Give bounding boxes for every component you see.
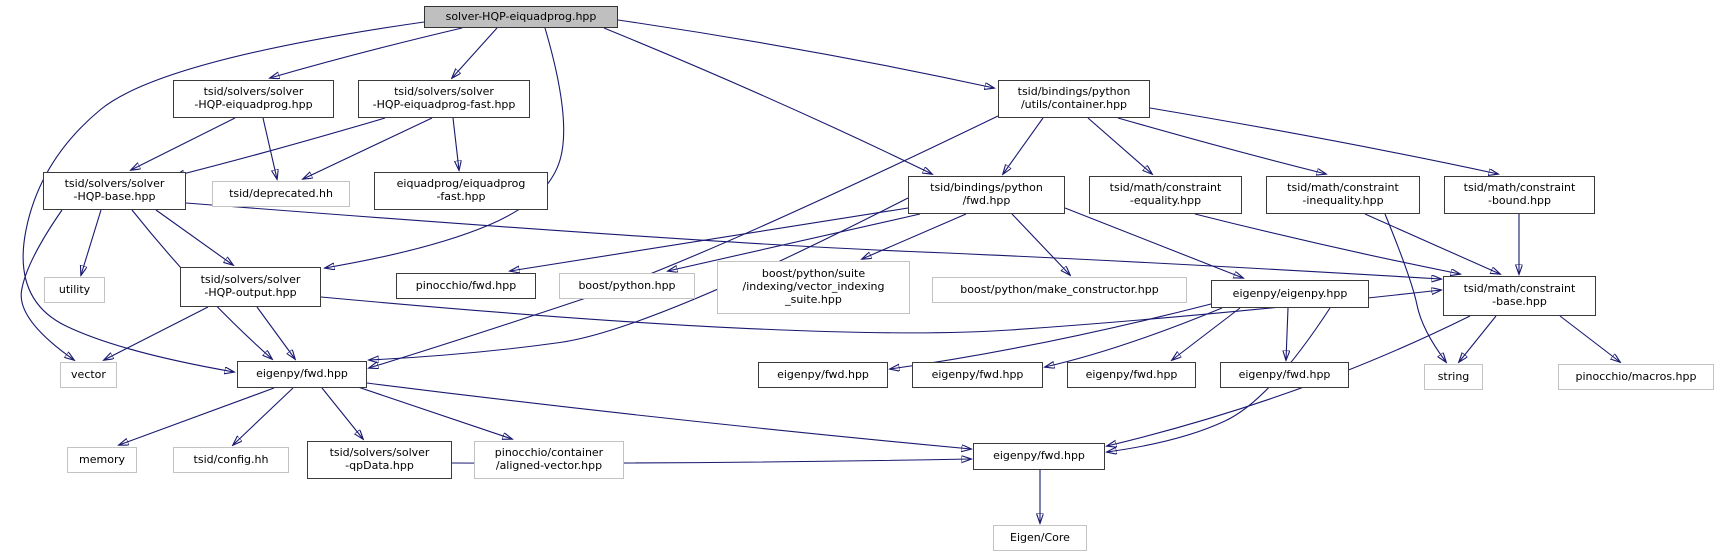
edge-eq-to-cbase xyxy=(1194,213,1460,274)
edge-ineq-to-string xyxy=(1384,213,1446,362)
edge-base-to-vector xyxy=(20,209,74,360)
node-qpdata[interactable]: tsid/solvers/solver -qpData.hpp xyxy=(307,441,452,479)
edge-base-to-output xyxy=(155,209,233,265)
edge-main-to-qpdata xyxy=(321,387,363,439)
edge-row2a-to-deprecated xyxy=(262,117,277,179)
edge-bfwd-to-eigenpy xyxy=(1064,207,1243,278)
edge-output-to-main xyxy=(256,306,295,359)
edge-ineq-to-cbase xyxy=(1364,213,1500,274)
edge-top-to-row2a xyxy=(270,27,463,78)
node-fwd3[interactable]: eigenpy/fwd.hpp xyxy=(912,362,1043,388)
edge-output-to-vector xyxy=(104,306,209,360)
node-fwd2[interactable]: eigenpy/fwd.hpp xyxy=(758,362,888,388)
edge-base-to-utility xyxy=(81,209,102,275)
node-fwd5[interactable]: eigenpy/fwd.hpp xyxy=(1220,362,1349,388)
edge-eigenpy-to-row6 xyxy=(1107,307,1331,452)
edge-row2b-to-eiqfast xyxy=(452,117,459,170)
node-eq[interactable]: tsid/math/constraint -equality.hpp xyxy=(1089,176,1242,214)
edge-base-to-cbase xyxy=(185,202,1441,279)
edge-bfwd-to-vis xyxy=(862,213,967,259)
node-main[interactable]: eigenpy/fwd.hpp xyxy=(237,361,367,388)
node-boostpy[interactable]: boost/python.hpp xyxy=(559,273,695,299)
edge-cbase-to-string xyxy=(1459,315,1497,362)
node-container[interactable]: tsid/bindings/python /utils/container.hp… xyxy=(998,80,1150,118)
node-string[interactable]: string xyxy=(1424,364,1483,390)
edge-main-to-alignedvec xyxy=(351,384,512,439)
edge-row2a-to-base xyxy=(131,117,236,170)
edge-top-to-main xyxy=(22,21,425,372)
node-macros[interactable]: pinocchio/macros.hpp xyxy=(1558,364,1714,390)
node-bound[interactable]: tsid/math/constraint -bound.hpp xyxy=(1444,176,1595,214)
edge-bfwd-to-pinfwd xyxy=(510,207,909,271)
edge-top-to-row2b xyxy=(452,27,498,78)
node-eigenpy[interactable]: eigenpy/eigenpy.hpp xyxy=(1211,280,1369,308)
edge-container-to-eq xyxy=(1087,117,1152,174)
edge-top-to-container xyxy=(617,19,994,88)
edge-container-to-bound xyxy=(1149,107,1498,174)
node-vis[interactable]: boost/python/suite /indexing/vector_inde… xyxy=(717,261,910,314)
node-config[interactable]: tsid/config.hh xyxy=(173,447,289,473)
edge-main-to-memory xyxy=(119,387,275,445)
edge-container-to-bfwd xyxy=(1003,117,1044,174)
edge-bfwd-to-mkctor xyxy=(1011,213,1070,275)
node-alignedvec[interactable]: pinocchio/container /aligned-vector.hpp xyxy=(474,441,624,479)
edge-eigenpy-to-fwd4 xyxy=(1172,307,1241,360)
node-output[interactable]: tsid/solvers/solver -HQP-output.hpp xyxy=(180,267,321,307)
node-row2b[interactable]: tsid/solvers/solver -HQP-eiquadprog-fast… xyxy=(358,80,530,118)
node-bfwd[interactable]: tsid/bindings/python /fwd.hpp xyxy=(908,176,1065,214)
node-memory[interactable]: memory xyxy=(67,447,137,473)
edge-eigenpy-to-fwd5 xyxy=(1286,307,1288,360)
edge-eigenpy-to-fwd3 xyxy=(1045,307,1223,367)
node-vector[interactable]: vector xyxy=(60,362,117,388)
node-cbase[interactable]: tsid/math/constraint -base.hpp xyxy=(1443,276,1596,316)
node-top[interactable]: solver-HQP-eiquadprog.hpp xyxy=(424,6,618,28)
edge-row2b-to-base xyxy=(175,117,386,176)
edge-eigenpy-to-fwd2 xyxy=(890,302,1216,369)
edge-container-to-main xyxy=(369,115,999,368)
edge-cbase-to-macros xyxy=(1559,315,1620,362)
node-fwd4[interactable]: eigenpy/fwd.hpp xyxy=(1067,362,1196,388)
edge-bfwd-to-boostpy xyxy=(668,213,921,271)
node-pinfwd[interactable]: pinocchio/fwd.hpp xyxy=(396,273,536,299)
edge-main-to-config xyxy=(233,387,294,445)
edge-main-to-row6 xyxy=(366,382,971,449)
node-row6[interactable]: eigenpy/fwd.hpp xyxy=(973,443,1105,470)
edge-cbase-to-row6 xyxy=(1107,315,1471,446)
edge-container-to-ineq xyxy=(1117,117,1326,174)
edge-bfwd-to-main xyxy=(369,197,909,360)
edge-top-to-bfwd xyxy=(603,27,932,174)
node-deprecated[interactable]: tsid/deprecated.hh xyxy=(212,181,350,207)
node-utility[interactable]: utility xyxy=(44,277,105,303)
node-base[interactable]: tsid/solvers/solver -HQP-base.hpp xyxy=(43,172,186,210)
node-eiqfast[interactable]: eiquadprog/eiquadprog -fast.hpp xyxy=(374,172,548,210)
edge-row2b-to-deprecated xyxy=(303,117,433,179)
edge-top-to-output xyxy=(325,27,565,268)
node-mkctor[interactable]: boost/python/make_constructor.hpp xyxy=(932,277,1187,303)
node-eigencore[interactable]: Eigen/Core xyxy=(993,525,1087,551)
node-row2a[interactable]: tsid/solvers/solver -HQP-eiquadprog.hpp xyxy=(173,80,334,118)
node-ineq[interactable]: tsid/math/constraint -inequality.hpp xyxy=(1266,176,1420,214)
